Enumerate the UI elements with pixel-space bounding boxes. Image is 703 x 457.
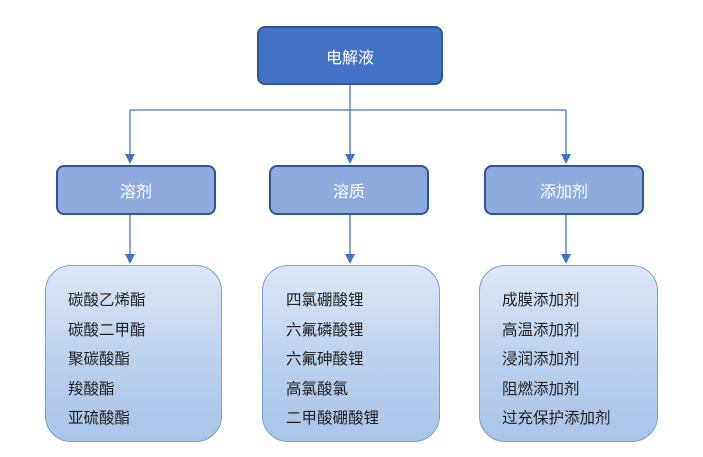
root-node-label: 电解液 bbox=[325, 47, 374, 67]
list-item: 浸润添加剂 bbox=[502, 350, 580, 368]
category-label-additive: 添加剂 bbox=[539, 182, 588, 201]
list-item: 成膜添加剂 bbox=[502, 291, 580, 309]
list-item: 过充保护添加剂 bbox=[502, 409, 611, 427]
category-label-solvent: 溶剂 bbox=[119, 182, 152, 201]
list-item: 四氯硼酸锂 bbox=[286, 291, 364, 309]
list-item: 二甲酸硼酸锂 bbox=[286, 409, 380, 427]
category-node-solute: 溶质 bbox=[269, 165, 429, 215]
list-item: 高氯酸氯 bbox=[286, 379, 349, 398]
list-item: 碳酸二甲酯 bbox=[68, 320, 146, 339]
list-item: 碳酸乙烯酯 bbox=[68, 291, 146, 309]
root-node-electrolyte: 电解液 bbox=[257, 26, 443, 85]
list-item: 阻燃添加剂 bbox=[502, 379, 580, 398]
list-box-solute: 四氯硼酸锂 六氟磷酸锂 六氟砷酸锂 高氯酸氯 二甲酸硼酸锂 bbox=[262, 265, 440, 442]
list-item: 六氟磷酸锂 bbox=[286, 320, 364, 339]
list-box-solvent: 碳酸乙烯酯 碳酸二甲酯 聚碳酸酯 羧酸酯 亚硫酸酯 bbox=[45, 265, 222, 442]
category-label-solute: 溶质 bbox=[332, 182, 365, 201]
list-item: 羧酸酯 bbox=[68, 379, 115, 398]
list-item: 亚硫酸酯 bbox=[68, 409, 131, 427]
category-node-additive: 添加剂 bbox=[484, 165, 644, 215]
list-box-additive: 成膜添加剂 高温添加剂 浸润添加剂 阻燃添加剂 过充保护添加剂 bbox=[479, 265, 658, 442]
list-item: 聚碳酸酯 bbox=[68, 350, 131, 368]
list-item: 六氟砷酸锂 bbox=[286, 350, 364, 368]
category-node-solvent: 溶剂 bbox=[56, 165, 216, 215]
list-item: 高温添加剂 bbox=[502, 320, 580, 339]
